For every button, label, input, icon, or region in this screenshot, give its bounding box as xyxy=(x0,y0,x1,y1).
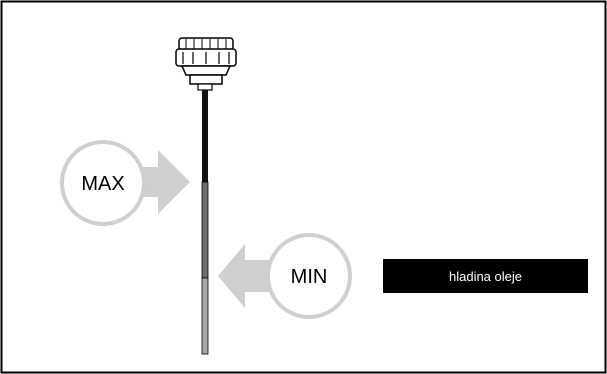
max-label: MAX xyxy=(81,173,124,195)
legend-label: hladina oleje xyxy=(448,268,522,284)
max-indicator: MAX xyxy=(60,140,190,226)
max-circle xyxy=(60,140,146,226)
oil-dipstick-icon xyxy=(201,90,209,355)
min-indicator: MIN xyxy=(218,233,352,319)
dipstick-rod-oil-range xyxy=(201,181,209,279)
min-circle xyxy=(266,233,352,319)
dipstick-rod-lower xyxy=(201,277,209,355)
min-arrow xyxy=(218,244,270,308)
min-label: MIN xyxy=(291,266,328,288)
max-arrow xyxy=(130,150,190,214)
oil-level-legend: hladina oleje xyxy=(383,259,588,293)
dipstick-rod-upper xyxy=(202,90,208,182)
